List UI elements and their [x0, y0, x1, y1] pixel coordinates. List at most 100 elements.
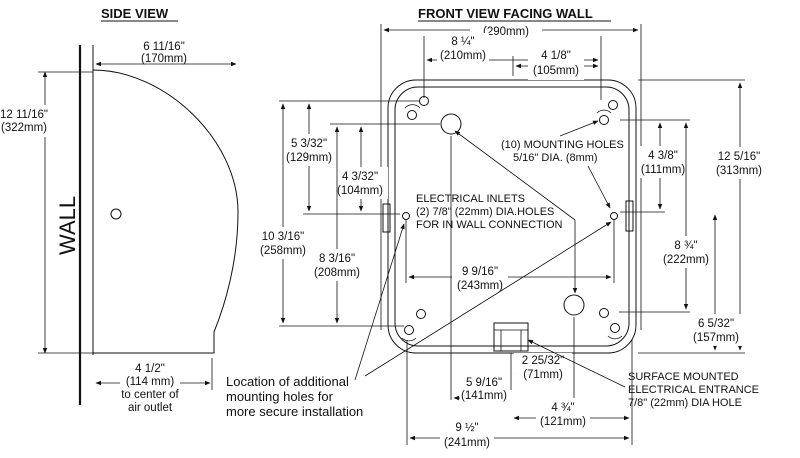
right-total-in: 12 5/16" — [718, 151, 760, 163]
entrance-leader — [527, 339, 626, 388]
mounting-hole-bl2 — [404, 325, 414, 335]
left-lower-mm: (208mm) — [314, 267, 360, 279]
mounting-hole-bl — [416, 309, 426, 319]
side-view: SIDE VIEW WALL 6 11/16" (170mm) 12 11/16… — [0, 6, 239, 428]
side-view-title: SIDE VIEW — [101, 6, 169, 21]
left-side-tab — [382, 203, 391, 233]
mounting-holes-note-1: (10) MOUNTING HOLES — [501, 139, 624, 151]
mounting-holes-leader — [559, 120, 599, 137]
right-side-tab — [625, 200, 634, 232]
right-lower-in: 6 5/32" — [698, 318, 734, 330]
mounting-hole-br — [599, 308, 609, 318]
bottom-c-in: 9 ½" — [455, 422, 478, 434]
side-outlet-note-1: to center of — [121, 389, 179, 401]
side-air-outlet — [110, 208, 122, 220]
top-width-mm: (290mm) — [483, 26, 529, 38]
left-lower-in: 8 3/16" — [319, 253, 355, 265]
side-height-label-bg — [2, 105, 46, 137]
entrance-note-1: SURFACE MOUNTED — [628, 371, 739, 383]
right-mid-label-bg — [658, 236, 716, 268]
bottom-a-label-bg — [460, 373, 510, 401]
left-mid-in: 4 3/32" — [342, 171, 378, 183]
right-upper-in: 4 3/8" — [648, 150, 678, 162]
entrance-offset-mm: (71mm) — [523, 369, 563, 381]
front-view: FRONT VIEW FACING WALL (290mm) — [256, 6, 770, 454]
mounting-hole-br2 — [610, 323, 620, 333]
left-total-in: 10 3/16" — [262, 231, 304, 243]
mounting-holes-leader-mid — [587, 165, 611, 209]
bottom-b-mm: (121mm) — [540, 416, 586, 428]
inlets-note-1: ELECTRICAL INLETS — [416, 193, 525, 205]
right-total-mm: (313mm) — [716, 165, 762, 177]
side-outlet-mm: (114 mm) — [126, 376, 175, 388]
left-mid-label-bg — [334, 167, 388, 199]
left-lower-label-bg — [310, 249, 366, 281]
front-view-title: FRONT VIEW FACING WALL — [418, 6, 593, 21]
mounting-hole-tl — [407, 110, 417, 120]
additional-note-3: more secure installation — [226, 404, 363, 419]
electrical-inlet-bottom — [563, 294, 585, 316]
inner-span-mm: (105mm) — [533, 65, 579, 77]
mounting-holes-note-2: 5/16" DIA. (8mm) — [513, 152, 598, 164]
left-upper-label-bg — [282, 134, 336, 166]
bottom-a-in: 5 9/16" — [466, 377, 502, 389]
right-upper-mm: (111mm) — [641, 164, 685, 176]
left-upper-in: 5 3/32" — [291, 138, 327, 150]
right-total-label-bg — [710, 147, 770, 179]
side-outlet-in: 4 1/2" — [135, 363, 165, 375]
dryer-front-outline — [387, 79, 637, 354]
left-upper-mm: (129mm) — [286, 152, 332, 164]
inlets-note-2: (2) 7/8" (22mm) DIA.HOLES — [416, 206, 554, 218]
dryer-front-inner-outline — [394, 86, 630, 347]
mounting-slot-tr — [596, 109, 612, 114]
inlets-note-3: FOR IN WALL CONNECTION — [416, 219, 563, 231]
additional-note-1: Location of additional — [226, 374, 349, 389]
electrical-inlet-top — [440, 113, 462, 135]
mounting-slot-tl — [404, 104, 421, 109]
inner-span-label-bg — [528, 46, 584, 80]
bottom-b-in: 4 ¾" — [551, 402, 574, 414]
hole-span-in: 8 ¼" — [451, 36, 474, 48]
mounting-slot-bl — [401, 337, 417, 342]
additional-holes-note: Location of additional mounting holes fo… — [226, 221, 612, 419]
bottom-entrance-notch — [493, 322, 529, 352]
mounting-hole-mid-l — [402, 212, 410, 220]
bottom-c-mm: (241mm) — [444, 437, 490, 449]
left-total-label-bg — [256, 227, 314, 259]
right-mid-in: 8 ¾" — [674, 240, 697, 252]
entrance-note-3: 7/8" (22mm) DIA HOLE — [628, 397, 742, 409]
entrance-offset-in: 2 25/32" — [522, 355, 564, 367]
right-lower-mm: (157mm) — [693, 332, 739, 344]
additional-leader-right — [364, 221, 612, 377]
right-mid-mm: (222mm) — [663, 254, 709, 266]
bottom-a-mm: (141mm) — [461, 390, 507, 402]
mounting-holes — [401, 96, 623, 342]
bottom-c-label-bg — [440, 418, 494, 454]
side-depth-mm: (170mm) — [141, 53, 187, 65]
side-outlet-label-bg — [120, 368, 180, 428]
entrance-offset-label-bg — [514, 353, 572, 383]
wide-span-label-bg — [452, 262, 508, 294]
wide-span-mm: (243mm) — [457, 280, 503, 292]
inner-span-in: 4 1/8" — [541, 50, 571, 62]
side-height-in: 12 11/16" — [0, 109, 48, 121]
side-depth-in: 6 11/16" — [143, 41, 185, 53]
mounting-slot-br — [607, 335, 623, 340]
wall-label: WALL — [55, 196, 80, 255]
additional-note-2: mounting holes for — [226, 389, 334, 404]
inlets-leader-top — [454, 130, 576, 221]
dryer-side-profile — [92, 69, 239, 354]
mounting-hole-tr — [599, 115, 609, 125]
left-total-mm: (258mm) — [260, 245, 306, 257]
additional-leader-left — [354, 223, 405, 381]
hole-span-label-bg — [437, 33, 489, 63]
right-upper-label-bg — [638, 146, 688, 178]
right-lower-label-bg — [690, 314, 742, 346]
mounting-hole-tr2 — [608, 100, 618, 110]
mounting-hole-mid-r — [610, 212, 618, 220]
side-outlet-note-2: air outlet — [128, 402, 173, 414]
left-mid-mm: (104mm) — [337, 185, 383, 197]
wide-span-in: 9 9/16" — [462, 266, 498, 278]
